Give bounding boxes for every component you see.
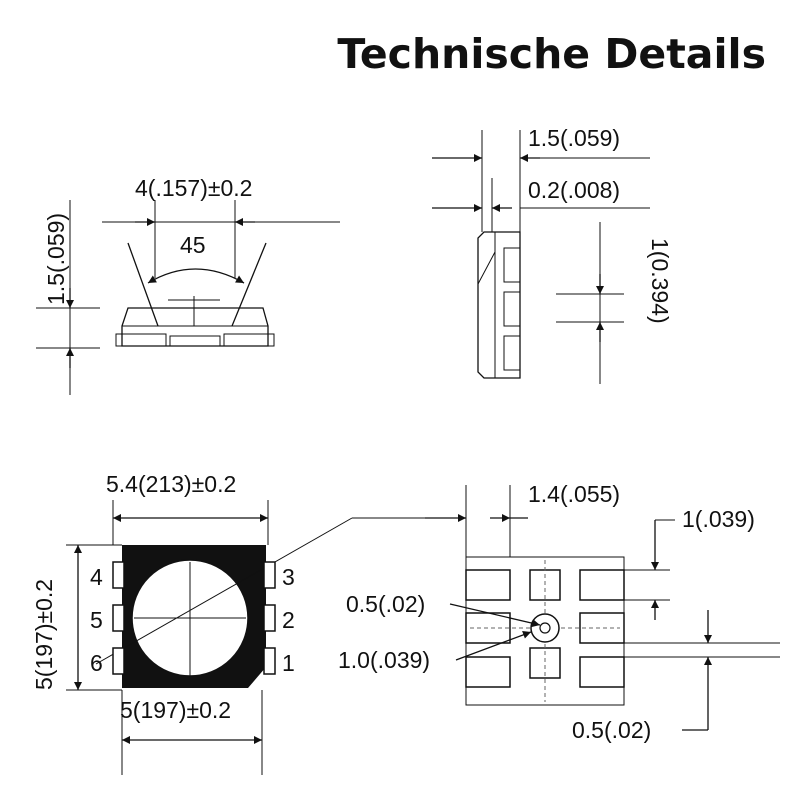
top-pin-2: [263, 604, 276, 632]
end-lead-2: [503, 291, 521, 327]
footprint-pad-2: [579, 569, 625, 601]
side-view: 4(.157)±0.2 45 1.5(.059): [36, 175, 340, 395]
top-pin-4: [112, 561, 125, 589]
center-dot: [539, 622, 551, 634]
center-mark-label: 0.5(.02): [346, 591, 425, 617]
lead-offset-label: 0.2(.008): [528, 177, 620, 203]
side-view-body: [121, 307, 269, 347]
pin-label-5: 5: [90, 607, 103, 633]
pad-height-label: 1(.039): [682, 506, 755, 532]
end-view-body: [477, 231, 521, 379]
pin-label-6: 6: [90, 650, 103, 676]
footprint-view: 1.4(.055) 1(.039) 0.5(.02) 0.5(.02) 1.0(…: [338, 481, 780, 743]
pin-label-2: 2: [282, 607, 295, 633]
side-height-label: 1.5(.059): [43, 213, 69, 305]
side-lead-center: [169, 335, 221, 347]
angle-label: 45: [180, 232, 206, 258]
side-width-label: 4(.157)±0.2: [135, 175, 252, 201]
pin-label-1: 1: [282, 650, 295, 676]
top-height-label: 5(197)±0.2: [31, 579, 57, 690]
page-title: Technische Details: [337, 30, 766, 78]
footprint-pad-1: [465, 569, 511, 601]
top-width-label: 5.4(213)±0.2: [106, 471, 236, 497]
pad-pitch-label: 1(0.394): [647, 238, 673, 324]
end-lead-1: [503, 247, 521, 283]
side-lead-left: [115, 333, 167, 347]
bottom-width-label: 5(197)±0.2: [120, 697, 231, 723]
pad-gap-label: 1.4(.055): [528, 481, 620, 507]
top-view: 4 5 6 3 2 1 5.4(213)±0.2 5(197)±0.2 5(19…: [31, 471, 466, 775]
top-pin-5: [112, 604, 125, 632]
angle-arc: [147, 268, 245, 284]
end-lead-3: [503, 335, 521, 371]
center-circle-label: 1.0(.039): [338, 647, 430, 673]
top-pin-1: [263, 647, 276, 675]
pin-label-4: 4: [90, 564, 103, 590]
footprint-pad-6: [579, 656, 625, 688]
top-pin-3: [263, 561, 276, 589]
side-lead-right: [223, 333, 275, 347]
top-pin-6: [112, 647, 125, 675]
lead-thickness-label: 1.5(.059): [528, 125, 620, 151]
pad-spacing-label: 0.5(.02): [572, 717, 651, 743]
pin-label-3: 3: [282, 564, 295, 590]
end-view: 1.5(.059) 0.2(.008) 1(0.394): [432, 125, 673, 384]
footprint-pad-5: [465, 656, 511, 688]
footprint-pad-4: [579, 612, 625, 644]
